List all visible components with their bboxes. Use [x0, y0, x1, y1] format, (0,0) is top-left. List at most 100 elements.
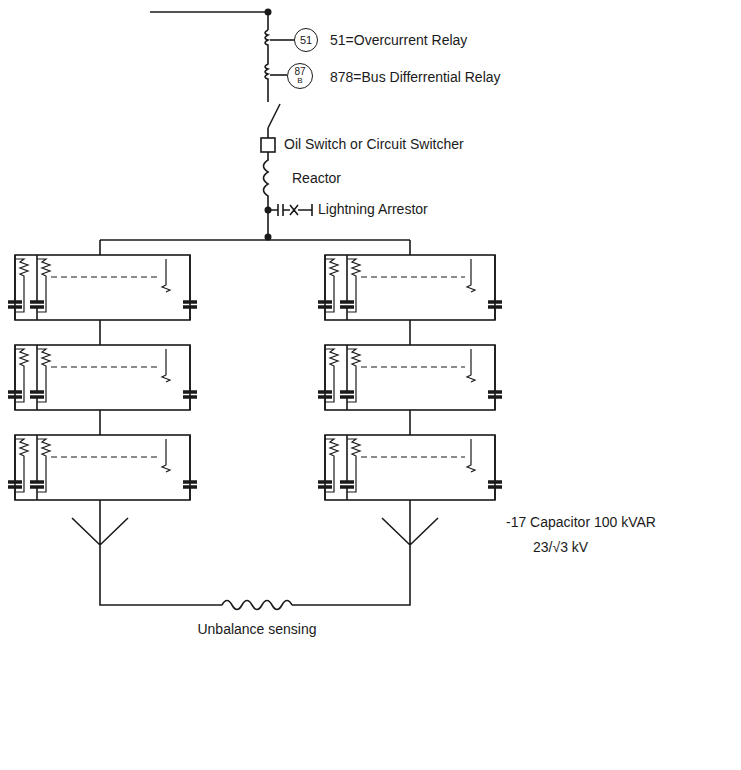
relay-circle: 87B: [287, 63, 313, 89]
discharge-resistor: [467, 259, 475, 292]
voltage-rating: 23/√3 kV: [533, 540, 588, 555]
group-frame: [325, 345, 495, 410]
capacitor-unit: [8, 255, 28, 320]
capacitor-unit: [8, 345, 28, 410]
capacitor-symbol: [488, 302, 502, 307]
capacitor-symbol: [30, 392, 44, 397]
discharge-resistor: [37, 349, 50, 402]
capacitor-unit: [30, 435, 50, 500]
feeder: [72, 12, 438, 610]
relay-number: 87: [294, 67, 305, 77]
wire: [324, 345, 326, 410]
capacitor-unit: [340, 435, 360, 500]
capacitor-unit: [488, 435, 502, 500]
capacitor-symbol: [340, 392, 354, 397]
junction-dot: [265, 207, 272, 214]
wire: [14, 435, 16, 500]
switch-label: Oil Switch or Circuit Switcher: [284, 137, 464, 152]
wire: [346, 435, 348, 500]
wire: [494, 435, 496, 500]
discharge-resistor: [162, 349, 170, 382]
capacitor-unit: [488, 345, 502, 410]
oil-switch: [261, 138, 275, 152]
wire: [494, 345, 496, 410]
junction-dots: [265, 9, 272, 241]
wye-right: [292, 500, 438, 605]
capacitor-unit: [488, 255, 502, 320]
omitted-units: [51, 456, 160, 457]
junction-dot: [265, 9, 272, 16]
relay-lead: [270, 74, 287, 76]
reactor-coil: [264, 152, 269, 235]
wire: [189, 435, 191, 500]
discharge-resistor: [15, 439, 28, 492]
relay-number: B: [297, 77, 302, 85]
capacitor-symbol: [30, 482, 44, 487]
capacitor-symbol: [183, 392, 197, 397]
omitted-units: [361, 366, 465, 367]
reactor-label: Reactor: [292, 171, 341, 186]
discharge-resistor: [15, 259, 28, 312]
bus-wire: [150, 12, 268, 30]
capacitor-unit: [183, 255, 197, 320]
discharge-resistor: [467, 349, 475, 382]
capacitor-symbol: [30, 302, 44, 307]
capacitor-symbol: [318, 392, 332, 397]
relay-circle: 51: [294, 28, 318, 52]
group-frame: [325, 255, 495, 320]
discharge-resistor: [325, 259, 338, 312]
capacitor-symbol: [8, 302, 22, 307]
capacitor-unit: [318, 255, 338, 320]
wire: [36, 345, 38, 410]
capacitor-unit: [318, 435, 338, 500]
discharge-resistor: [347, 439, 360, 492]
capacitor-groups: [8, 255, 502, 500]
capacitor-symbol: [8, 392, 22, 397]
capacitor-symbol: [340, 302, 354, 307]
lightning-arrestor: [268, 204, 312, 216]
discharge-resistor: [162, 259, 170, 292]
wire: [346, 345, 348, 410]
wire: [346, 255, 348, 320]
arrestor-label: Lightning Arrestor: [318, 202, 428, 217]
omitted-units: [361, 276, 465, 277]
wye-left: [72, 500, 222, 605]
omitted-units: [51, 276, 160, 277]
capacitor-symbol: [488, 392, 502, 397]
capacitor-unit: [340, 255, 360, 320]
capacitor-unit: [30, 255, 50, 320]
capacitor-symbol: [318, 482, 332, 487]
relay-number: 51: [300, 35, 312, 46]
group-frame: [15, 435, 190, 500]
group-frame: [15, 345, 190, 410]
capacitor-unit: [8, 435, 28, 500]
junction-dot: [265, 234, 272, 241]
discharge-resistor: [347, 259, 360, 312]
wire: [267, 128, 269, 138]
discharge-resistor: [325, 439, 338, 492]
capacitor-unit: [340, 345, 360, 410]
discharge-resistor: [37, 439, 50, 492]
wire: [324, 255, 326, 320]
unbalance-label: Unbalance sensing: [197, 622, 316, 637]
capacitor-unit: [318, 345, 338, 410]
wire: [14, 255, 16, 320]
relay-legend: 51=Overcurrent Relay: [330, 33, 467, 48]
capacitor-unit: [183, 345, 197, 410]
capacitor-symbol: [183, 482, 197, 487]
wire: [189, 345, 191, 410]
discharge-resistor: [347, 349, 360, 402]
discharge-resistor: [15, 349, 28, 402]
wire: [36, 435, 38, 500]
capacitor-symbol: [488, 482, 502, 487]
wire: [324, 435, 326, 500]
capacitor-symbol: [183, 302, 197, 307]
group-frame: [15, 255, 190, 320]
disconnect-switch: [268, 104, 280, 128]
wire: [14, 345, 16, 410]
omitted-units: [51, 366, 160, 367]
discharge-resistor: [467, 439, 475, 472]
relay-lead: [270, 39, 294, 41]
wire: [494, 255, 496, 320]
